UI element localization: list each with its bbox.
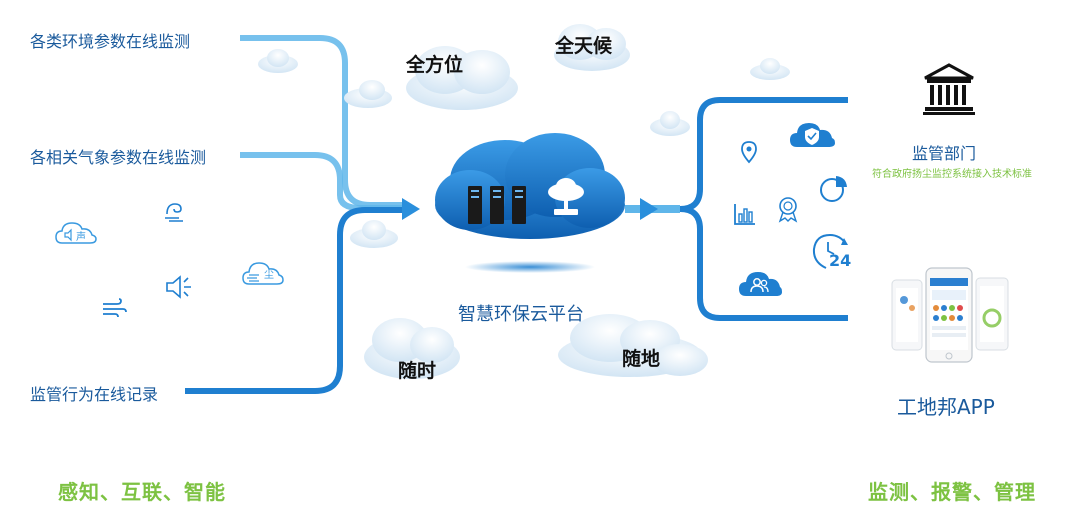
app-title: 工地邦APP — [897, 395, 995, 419]
speaker-icon — [166, 275, 191, 299]
sound-cloud-icon — [55, 222, 97, 244]
government-building-icon — [923, 63, 975, 115]
award-badge-icon — [778, 197, 798, 223]
phone-app-mockup — [891, 267, 1009, 363]
cloud-anytime — [364, 318, 460, 379]
connector-line-weather — [240, 152, 405, 211]
security-cloud-icon — [790, 123, 835, 147]
location-pin-icon — [741, 141, 757, 164]
dept-title: 监管部门 — [912, 144, 977, 163]
dust-cloud-icon — [242, 262, 284, 285]
connector-line-dept — [679, 97, 848, 212]
slogan-left: 感知、互联、智能 — [58, 480, 226, 504]
wind-swirl-icon — [165, 203, 183, 222]
cloud-word-anytime: 随时 — [398, 360, 437, 382]
arrow-left-in — [402, 198, 420, 220]
left-item-env-monitoring: 各类环境参数在线监测 — [30, 32, 191, 51]
cloud-all-around — [406, 46, 518, 110]
connector-line-app — [679, 206, 848, 321]
connector-line-env — [240, 35, 405, 208]
dust-label: 尘 — [264, 270, 274, 281]
slogan-right: 监测、报警、管理 — [868, 480, 1036, 504]
small-cloud-3 — [750, 58, 790, 80]
dept-subtitle: 符合政府扬尘监控系统接入技术标准 — [872, 169, 1032, 180]
sound-label: 声 — [76, 232, 86, 243]
server-rack-icons — [468, 186, 526, 224]
cloud-anywhere — [558, 314, 708, 377]
left-item-behavior-recording: 监管行为在线记录 — [30, 385, 159, 404]
pie-chart-icon — [820, 176, 847, 202]
mini-cloud-monitor-icon — [548, 178, 584, 215]
left-item-weather-monitoring: 各相关气象参数在线监测 — [30, 148, 207, 167]
24h-clock-icon — [812, 233, 848, 269]
platform-shadow — [465, 261, 595, 273]
wind-icon — [103, 298, 127, 318]
cloud-word-all-around: 全方位 — [406, 54, 464, 76]
cloud-all-weather — [554, 24, 630, 71]
small-cloud-2 — [344, 80, 392, 108]
cloud-word-all-weather: 全天候 — [555, 35, 613, 57]
cloud-word-anywhere: 随地 — [622, 348, 661, 370]
users-cloud-icon — [739, 272, 782, 296]
bar-chart-icon — [734, 204, 755, 225]
arrow-right-out — [640, 198, 658, 220]
platform-name: 智慧环保云平台 — [458, 304, 584, 325]
small-cloud-4 — [650, 111, 690, 136]
platform-cloud — [435, 133, 625, 239]
small-cloud-1 — [258, 49, 298, 73]
24h-label: 24 — [829, 251, 852, 270]
small-cloud-5 — [350, 220, 398, 248]
